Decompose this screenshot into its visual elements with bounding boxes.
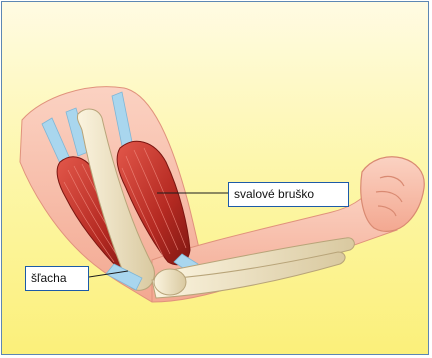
diagram-frame: svalové bruško šľacha xyxy=(1,1,429,355)
tendon-label: šľacha xyxy=(25,266,89,291)
arm-illustration xyxy=(2,2,429,355)
elbow-joint xyxy=(154,269,186,295)
muscle-belly-label: svalové bruško xyxy=(228,182,349,207)
